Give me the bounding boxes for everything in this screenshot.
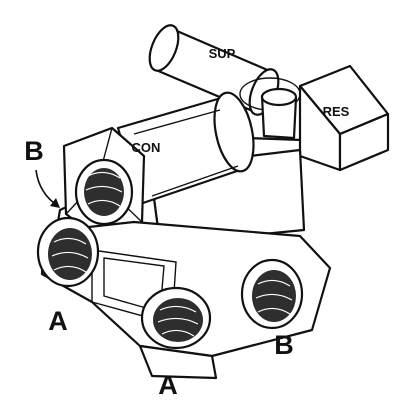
b-port-right: [240, 258, 304, 330]
con-port-body: [116, 91, 255, 206]
label-res: RES: [323, 104, 350, 119]
a-port-left: [36, 216, 100, 288]
label-b-lower: B: [274, 330, 294, 360]
label-b-upper: B: [24, 136, 44, 166]
label-a-left: A: [48, 306, 68, 336]
res-port-body: [298, 64, 390, 172]
label-sup: SUP: [209, 46, 236, 61]
b-pointer-arrow: [35, 169, 60, 208]
label-con: CON: [132, 140, 161, 155]
label-a-bottom: A: [158, 370, 178, 400]
a-port-bottom: [140, 286, 212, 350]
